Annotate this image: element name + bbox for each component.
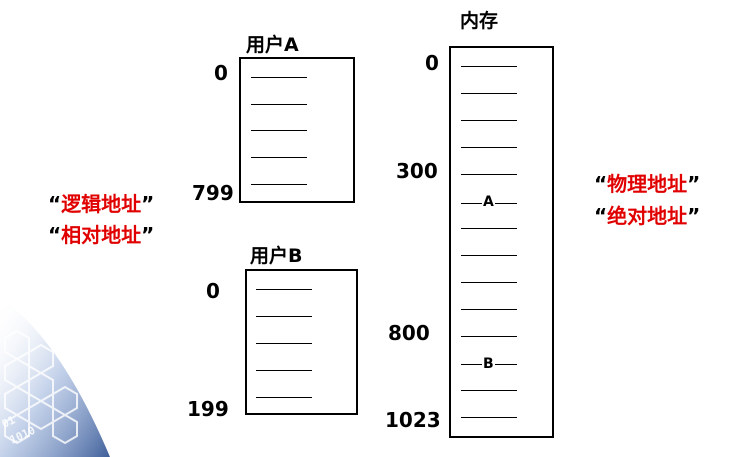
memory-slot	[461, 309, 517, 310]
user-b-end-address: 199	[187, 397, 229, 421]
hexagon-decoration-icon: 01 1010	[0, 298, 110, 457]
user-a-slot	[251, 130, 307, 131]
memory-slot	[461, 120, 517, 121]
user-b-slot	[256, 397, 312, 398]
logical-address-label: “逻辑地址”	[48, 192, 155, 216]
memory-slot	[461, 390, 517, 391]
memory-slot	[461, 255, 517, 256]
physical-address-label: “物理地址”	[594, 172, 701, 196]
memory-address-1023: 1023	[385, 408, 441, 432]
memory-slot	[461, 174, 517, 175]
memory-slot	[461, 336, 517, 337]
memory-slot	[461, 66, 517, 67]
memory-slot	[461, 228, 517, 229]
absolute-address-label: “绝对地址”	[594, 204, 701, 228]
user-b-slot	[256, 343, 312, 344]
memory-address-800: 800	[388, 321, 430, 345]
memory-slot	[461, 417, 517, 418]
memory-title: 内存	[460, 10, 499, 32]
memory-slot	[461, 282, 517, 283]
svg-text:01: 01	[0, 413, 18, 431]
user-a-address-space	[239, 57, 355, 203]
title-fragment	[92, 0, 162, 10]
user-a-slot	[251, 77, 307, 78]
user-a-title: 用户A	[246, 34, 299, 56]
memory-slot-b-label: B	[482, 356, 495, 372]
memory-slot	[461, 93, 517, 94]
user-b-slot	[256, 289, 312, 290]
relative-address-label: “相对地址”	[48, 223, 155, 247]
memory-address-300: 300	[396, 159, 438, 183]
user-b-title: 用户B	[250, 245, 303, 267]
memory-space: A B	[449, 46, 554, 438]
user-a-slot	[251, 104, 307, 105]
user-b-slot	[256, 370, 312, 371]
user-a-start-address: 0	[214, 61, 228, 85]
user-a-end-address: 799	[192, 181, 234, 205]
user-b-address-space	[245, 269, 358, 415]
memory-slot-a-label: A	[482, 194, 495, 210]
user-b-start-address: 0	[206, 279, 220, 303]
user-a-slot	[251, 184, 307, 185]
user-b-slot	[256, 316, 312, 317]
memory-slot	[461, 147, 517, 148]
memory-address-0: 0	[425, 51, 439, 75]
user-a-slot	[251, 157, 307, 158]
